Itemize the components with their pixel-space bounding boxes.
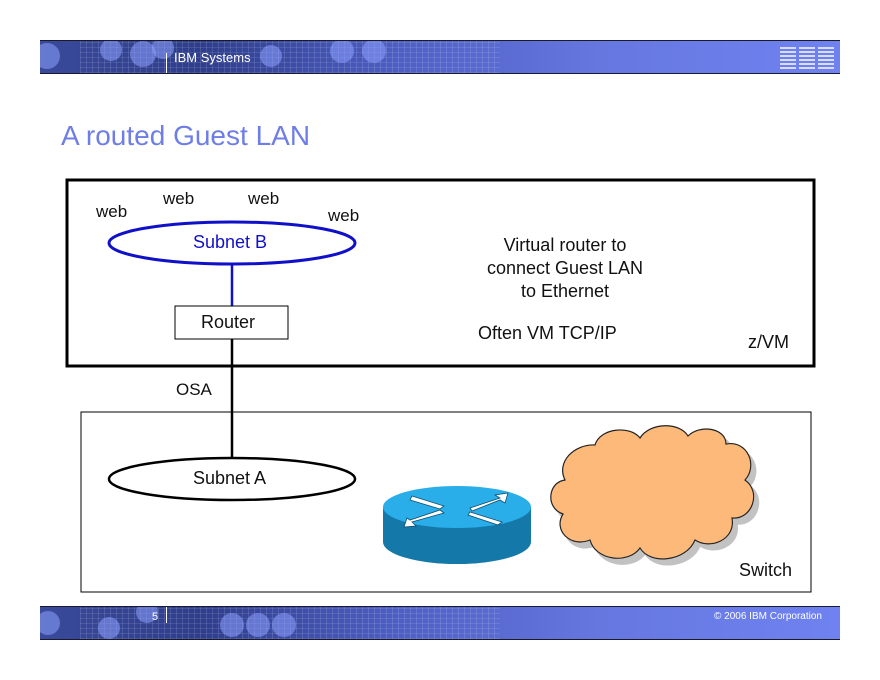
web-host-label: web <box>163 189 195 208</box>
subnet-a-label: Subnet A <box>193 468 267 488</box>
banner-separator <box>166 53 167 73</box>
web-host-label: web <box>96 202 128 221</box>
subnet-b-label: Subnet B <box>193 232 268 252</box>
network-cloud-icon <box>550 425 755 560</box>
copyright-text: © 2006 IBM Corporation <box>714 611 822 622</box>
web-host-label: web <box>328 206 360 225</box>
subnet-b-ellipse[interactable] <box>107 220 357 266</box>
slide-title: A routed Guest LAN <box>61 120 311 151</box>
router-label: Router <box>201 312 256 332</box>
brand-label: IBM Systems <box>174 50 251 65</box>
page-number: 5 <box>152 611 159 623</box>
subnet-a-ellipse[interactable] <box>107 456 357 502</box>
router-box[interactable] <box>174 305 289 340</box>
description-line: to Ethernet <box>520 281 610 301</box>
osa-label: OSA <box>176 380 212 399</box>
banner-separator <box>166 607 167 623</box>
zvm-label: z/VM <box>748 332 790 352</box>
switch-label: Switch <box>739 560 793 580</box>
banner-decoration <box>40 41 840 73</box>
footer-banner: 5 © 2006 IBM Corporation <box>40 606 840 640</box>
description-line: Virtual router to <box>503 235 627 255</box>
web-host-label: web <box>248 189 280 208</box>
cisco-router-icon <box>383 486 531 564</box>
router-description: Virtual router to connect Guest LAN to E… <box>455 234 675 303</box>
banner-decoration <box>40 607 840 639</box>
router-note: Often VM TCP/IP <box>478 323 617 343</box>
header-banner: IBM Systems <box>40 40 840 74</box>
description-line: connect Guest LAN <box>486 258 644 278</box>
ibm-logo-icon <box>780 47 834 69</box>
